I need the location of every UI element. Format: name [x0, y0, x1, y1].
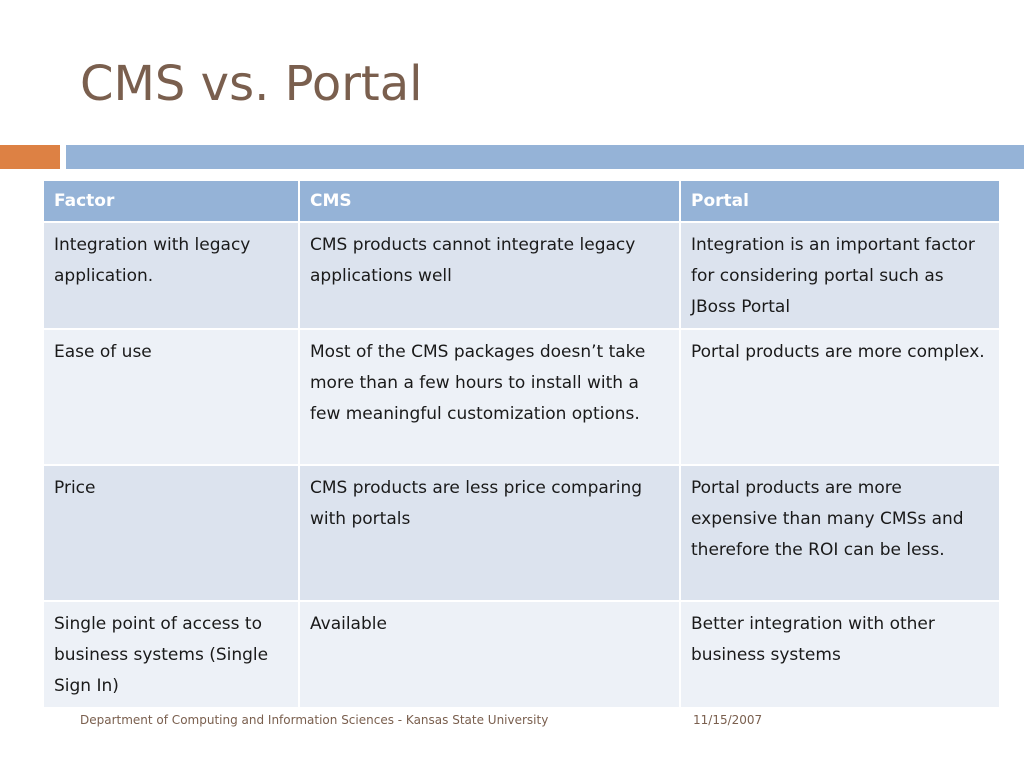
slide-title: CMS vs. Portal — [80, 56, 423, 112]
cell-cms: CMS products cannot integrate legacy app… — [298, 221, 681, 330]
cell-factor: Ease of use — [42, 328, 300, 466]
footer-date: 11/15/2007 — [693, 713, 763, 727]
cell-cms: Most of the CMS packages doesn’t take mo… — [298, 328, 681, 466]
table-row: Single point of access to business syste… — [42, 600, 1001, 709]
table-row: Price CMS products are less price compar… — [42, 464, 1001, 602]
header-portal: Portal — [679, 179, 1001, 223]
table-row: Integration with legacy application. CMS… — [42, 221, 1001, 330]
header-factor: Factor — [42, 179, 300, 223]
cell-portal: Integration is an important factor for c… — [679, 221, 1001, 330]
header-cms: CMS — [298, 179, 681, 223]
footer-department: Department of Computing and Information … — [80, 713, 549, 727]
cell-factor: Single point of access to business syste… — [42, 600, 300, 709]
cell-portal: Better integration with other business s… — [679, 600, 1001, 709]
cell-factor: Integration with legacy application. — [42, 221, 300, 330]
cell-portal: Portal products are more expensive than … — [679, 464, 1001, 602]
cell-factor: Price — [42, 464, 300, 602]
table-header-row: Factor CMS Portal — [42, 179, 1001, 223]
cell-portal: Portal products are more complex. — [679, 328, 1001, 466]
accent-bar-blue — [66, 145, 1024, 169]
cell-cms: CMS products are less price comparing wi… — [298, 464, 681, 602]
accent-bar-orange — [0, 145, 60, 169]
comparison-table: Factor CMS Portal Integration with legac… — [42, 179, 1001, 709]
table-row: Ease of use Most of the CMS packages doe… — [42, 328, 1001, 466]
cell-cms: Available — [298, 600, 681, 709]
